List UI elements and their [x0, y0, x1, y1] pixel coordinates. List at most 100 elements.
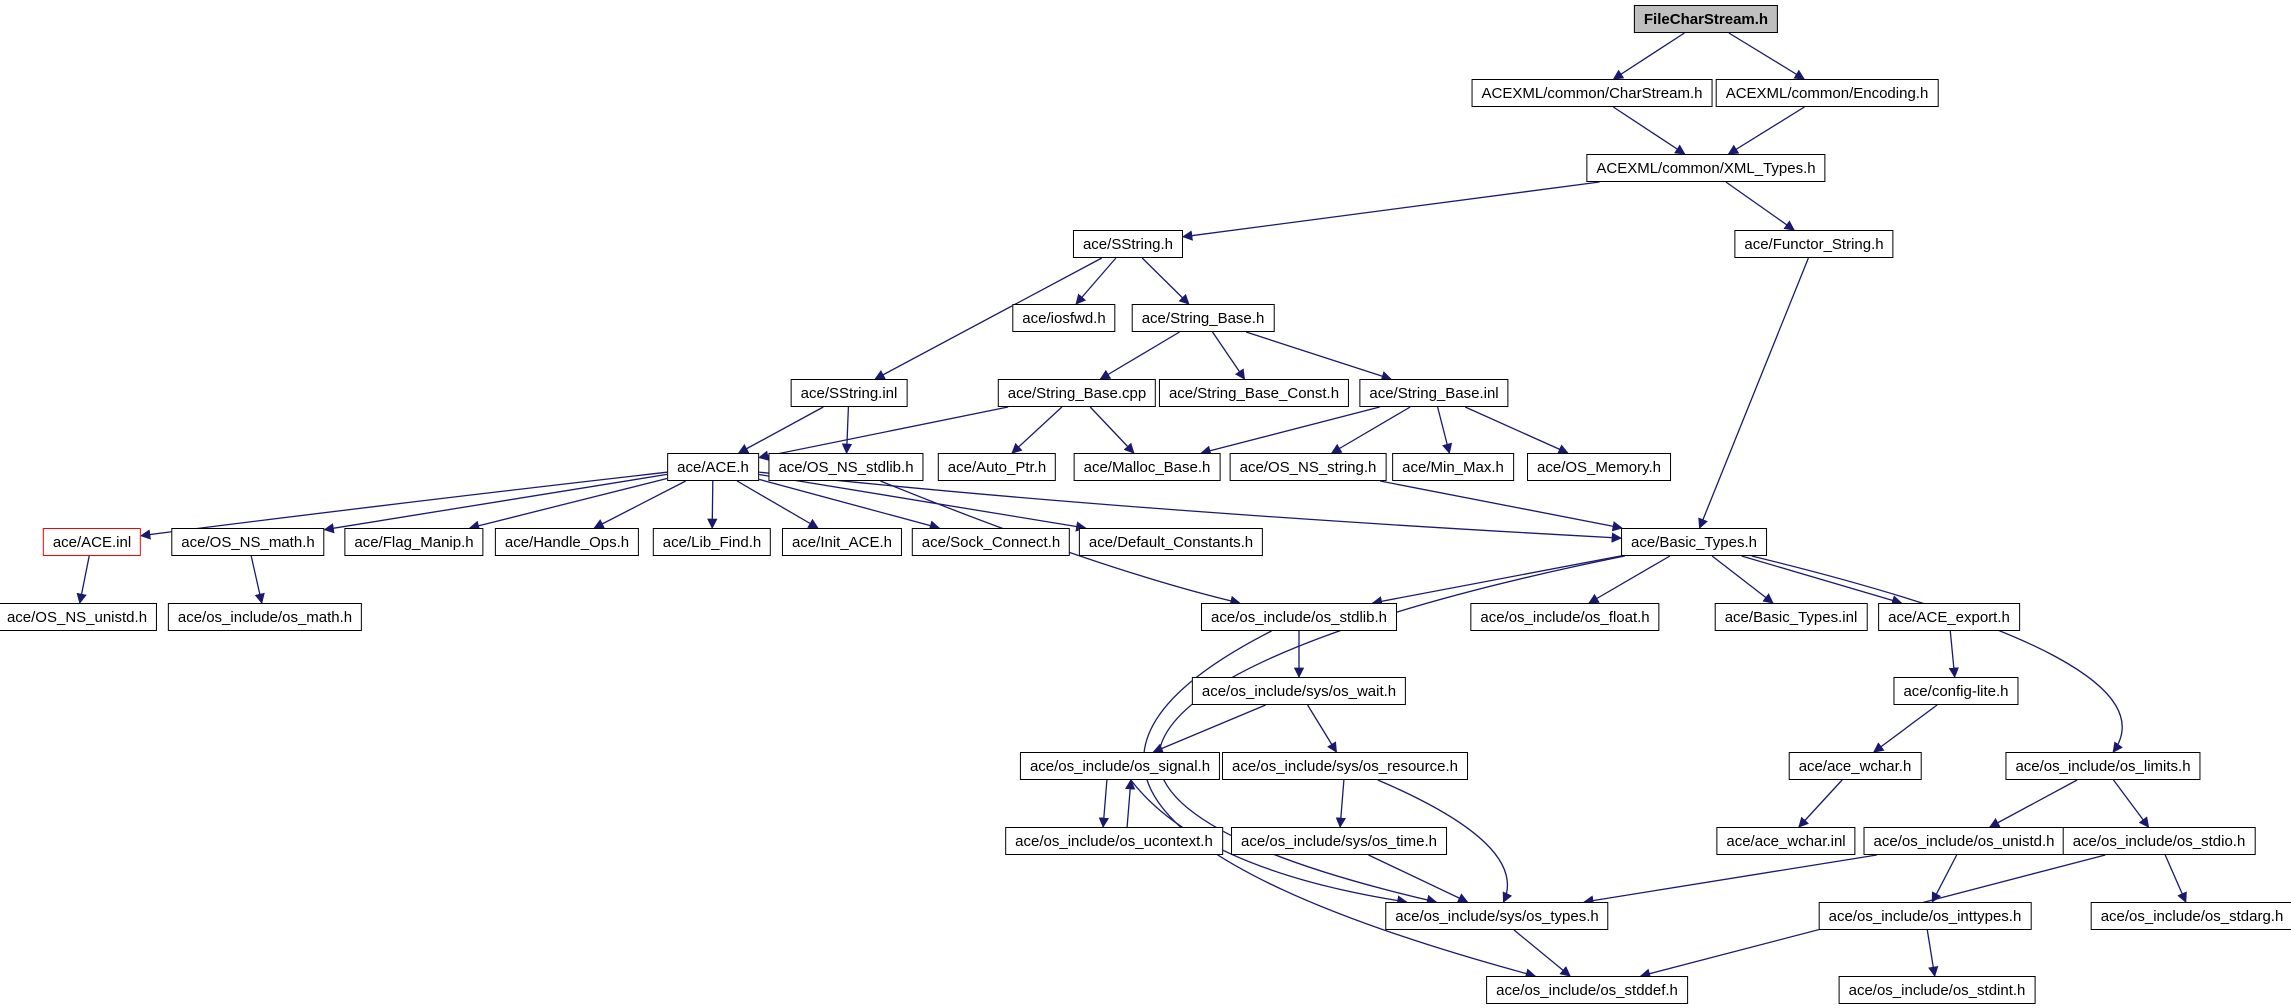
edge-basic_types-ace_export — [1741, 555, 1903, 606]
edge-os_ns_string-basic_types — [1379, 480, 1623, 532]
node-ace_h[interactable]: ace/ACE.h — [667, 453, 759, 481]
node-ace_wchar[interactable]: ace/ace_wchar.h — [1788, 752, 1922, 780]
edge-os_stdio-os_stddef — [1639, 854, 2106, 979]
edge-config_lite-ace_wchar — [1873, 704, 1938, 753]
edge-string_base_cpp-ace_h — [757, 406, 1009, 461]
edge-sstring_inl-ace_h — [737, 406, 824, 454]
edge-ace_h-ace_inl — [139, 471, 668, 540]
edge-sstring-iosfwd — [1075, 257, 1117, 305]
edge-sstring_inl-os_ns_stdlib — [841, 406, 853, 455]
edge-os_stdio-os_stdarg — [2164, 854, 2187, 903]
edge-ace_h-os_ns_math — [323, 473, 668, 534]
node-os_limits[interactable]: ace/os_include/os_limits.h — [2005, 752, 2201, 780]
node-lib_find[interactable]: ace/Lib_Find.h — [652, 528, 772, 556]
node-os_stddef[interactable]: ace/os_include/os_stddef.h — [1486, 976, 1688, 1004]
node-sstring[interactable]: ace/SString.h — [1072, 230, 1184, 258]
edge-os_limits-os_unistd — [1988, 779, 2078, 828]
node-init_ace[interactable]: ace/Init_ACE.h — [781, 528, 903, 556]
node-ace_export[interactable]: ace/ACE_export.h — [1878, 603, 2020, 631]
node-os_math[interactable]: ace/os_include/os_math.h — [167, 603, 363, 631]
node-os_stdlib[interactable]: ace/os_include/os_stdlib.h — [1201, 603, 1397, 631]
edge-ace_wchar-ace_wchar_inl — [1798, 779, 1843, 828]
node-os_ns_stdlib[interactable]: ace/OS_NS_stdlib.h — [768, 453, 924, 481]
edge-ace_h-init_ace — [736, 480, 819, 529]
edge-basic_types-os_stdlib — [1371, 555, 1622, 607]
edge-ace_h-lib_find — [707, 480, 718, 530]
node-os_unistd[interactable]: ace/os_include/os_unistd.h — [1863, 827, 2065, 855]
edge-os_limits-os_stdio — [2112, 779, 2150, 828]
node-sys_os_types[interactable]: ace/os_include/sys/os_types.h — [1385, 902, 1609, 930]
node-malloc_base[interactable]: ace/Malloc_Base.h — [1073, 453, 1221, 481]
edge-basic_types-os_limits — [1751, 555, 2123, 753]
node-flag_manip[interactable]: ace/Flag_Manip.h — [344, 528, 484, 556]
edge-os_ns_stdlib-os_stdlib — [880, 480, 1241, 606]
node-os_ns_string[interactable]: ace/OS_NS_string.h — [1229, 453, 1387, 481]
node-ace_wchar_inl[interactable]: ace/ace_wchar.inl — [1716, 827, 1856, 855]
node-sstring_inl[interactable]: ace/SString.inl — [790, 379, 908, 407]
node-basic_types[interactable]: ace/Basic_Types.h — [1621, 528, 1767, 556]
edge-ace_h-sock_connect — [758, 478, 941, 531]
node-os_memory[interactable]: ace/OS_Memory.h — [1527, 453, 1671, 481]
node-os_float[interactable]: ace/os_include/os_float.h — [1470, 603, 1660, 631]
node-os_ns_unistd[interactable]: ace/OS_NS_unistd.h — [0, 603, 158, 631]
node-string_base_const[interactable]: ace/String_Base_Const.h — [1158, 379, 1350, 407]
node-os_stdarg[interactable]: ace/os_include/os_stdarg.h — [2090, 902, 2291, 930]
edge-sys_os_resource-sys_os_types — [1377, 779, 1513, 903]
node-handle_ops[interactable]: ace/Handle_Ops.h — [494, 528, 640, 556]
node-os_ns_math[interactable]: ace/OS_NS_math.h — [171, 528, 325, 556]
edge-string_base_inl-os_memory — [1464, 406, 1569, 454]
edge-os_signal-os_ucontext — [1098, 779, 1110, 829]
node-auto_ptr[interactable]: ace/Auto_Ptr.h — [937, 453, 1057, 481]
edge-string_base_cpp-malloc_base — [1089, 406, 1135, 454]
node-string_base[interactable]: ace/String_Base.h — [1131, 304, 1275, 332]
edge-xml_types-functor_string — [1725, 181, 1795, 231]
node-xml_types[interactable]: ACEXML/common/XML_Types.h — [1586, 154, 1826, 182]
node-basic_types_inl[interactable]: ace/Basic_Types.inl — [1714, 603, 1868, 631]
node-min_max[interactable]: ace/Min_Max.h — [1392, 453, 1514, 481]
node-sys_os_resource[interactable]: ace/os_include/sys/os_resource.h — [1222, 752, 1468, 780]
edge-sys_os_wait-os_signal — [1152, 704, 1266, 754]
node-string_base_inl[interactable]: ace/String_Base.inl — [1359, 379, 1509, 407]
edge-ace_inl-os_ns_unistd — [76, 555, 90, 605]
edge-os_inttypes-os_stdint — [1926, 929, 1939, 978]
edge-xml_types-sstring — [1181, 181, 1600, 241]
edge-os_ucontext-os_signal — [1124, 778, 1136, 828]
node-config_lite[interactable]: ace/config-lite.h — [1893, 677, 2019, 705]
node-sys_os_time[interactable]: ace/os_include/sys/os_time.h — [1231, 827, 1447, 855]
node-functor_string[interactable]: ace/Functor_String.h — [1734, 230, 1894, 258]
edge-string_base-string_base_cpp — [1099, 331, 1180, 380]
node-os_signal[interactable]: ace/os_include/os_signal.h — [1019, 752, 1221, 780]
edge-os_signal-sys_os_types — [1130, 779, 1408, 906]
node-string_base_cpp[interactable]: ace/String_Base.cpp — [997, 379, 1157, 407]
node-encoding[interactable]: ACEXML/common/Encoding.h — [1715, 79, 1939, 107]
node-filecharstream: FileCharStream.h — [1633, 5, 1779, 33]
edge-filecharstream-encoding — [1728, 32, 1805, 80]
node-ace_inl[interactable]: ace/ACE.inl — [42, 528, 142, 556]
edge-string_base_inl-os_ns_string — [1330, 406, 1411, 454]
edge-charstream-xml_types — [1612, 106, 1686, 155]
edge-functor_string-basic_types — [1698, 257, 1810, 529]
node-os_inttypes[interactable]: ace/os_include/os_inttypes.h — [1818, 902, 2032, 930]
node-os_ucontext[interactable]: ace/os_include/os_ucontext.h — [1005, 827, 1223, 855]
edge-sys_os_time-sys_os_types — [1368, 854, 1469, 903]
node-sock_connect[interactable]: ace/Sock_Connect.h — [911, 528, 1071, 556]
node-default_constants[interactable]: ace/Default_Constants.h — [1078, 528, 1264, 556]
edge-ace_h-handle_ops — [593, 480, 686, 529]
edge-sys_os_resource-sys_os_time — [1335, 779, 1347, 829]
edge-string_base_inl-min_max — [1436, 406, 1453, 455]
node-charstream[interactable]: ACEXML/common/CharStream.h — [1471, 79, 1713, 107]
edge-sys_os_wait-sys_os_resource — [1307, 704, 1337, 753]
edge-os_ns_math-os_math — [250, 555, 265, 605]
edge-ace_h-flag_manip — [468, 477, 668, 531]
node-os_stdint[interactable]: ace/os_include/os_stdint.h — [1838, 976, 2036, 1004]
node-iosfwd[interactable]: ace/iosfwd.h — [1012, 304, 1116, 332]
node-os_stdio[interactable]: ace/os_include/os_stdio.h — [2062, 827, 2256, 855]
edge-ace_h-default_constants — [758, 473, 1087, 532]
node-sys_os_wait[interactable]: ace/os_include/sys/os_wait.h — [1191, 677, 1407, 705]
edge-filecharstream-charstream — [1612, 32, 1685, 80]
edge-encoding-xml_types — [1727, 106, 1805, 155]
edge-os_stdlib-os_stddef — [1143, 630, 1537, 979]
edge-sys_os_types-os_stddef — [1513, 929, 1571, 977]
